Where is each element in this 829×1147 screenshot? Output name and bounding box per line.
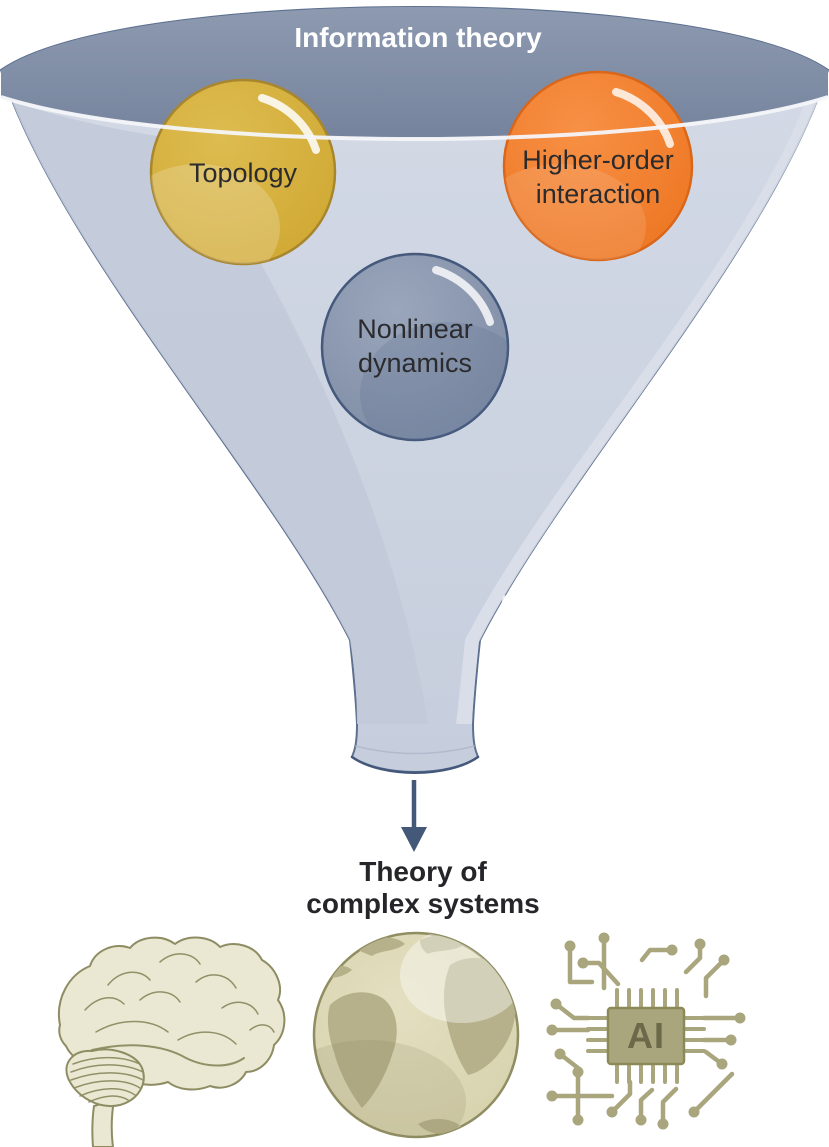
arrow-down-icon	[401, 780, 427, 852]
chip-body	[606, 1006, 686, 1066]
bubble-nonlinear-label-line1: Nonlinear	[357, 314, 473, 344]
bubble-topology: Topology	[149, 78, 337, 266]
bubble-higher-order-label-line2: interaction	[536, 179, 661, 209]
globe-continents	[318, 935, 516, 1134]
bubble-nonlinear: Nonlinear dynamics	[320, 252, 510, 442]
funnel-title: Information theory	[294, 22, 542, 53]
bubble-nonlinear-circle	[320, 252, 510, 442]
bubble-higher-order-circle	[502, 70, 694, 262]
funnel: Topology Higher-order interaction Nonlin…	[0, 6, 829, 774]
globe-icon	[312, 931, 520, 1139]
chip-circuit-dots	[546, 932, 746, 1130]
bubble-higher-order: Higher-order interaction	[502, 70, 694, 262]
bubble-topology-circle	[149, 78, 337, 266]
chip-circuit-traces	[549, 935, 743, 1127]
funnel-rim-highlight	[0, 95, 829, 141]
output-label-line1: Theory of	[359, 856, 487, 887]
funnel-wall-shadow	[1, 71, 428, 724]
brain-icon	[57, 936, 286, 1147]
bubble-topology-label: Topology	[189, 158, 298, 188]
chip-label: AI	[627, 1015, 665, 1056]
funnel-neck-shine	[483, 595, 508, 713]
bubble-higher-order-label-line1: Higher-order	[522, 145, 674, 175]
output-label-line2: complex systems	[306, 888, 539, 919]
bubble-higher-order-shine	[612, 88, 674, 148]
funnel-wall-edge-light	[456, 78, 826, 724]
output-label: Theory of complex systems	[306, 856, 539, 919]
bubble-nonlinear-label-line2: dynamics	[358, 348, 472, 378]
bubble-topology-shine	[258, 94, 320, 154]
chip-pins	[586, 988, 706, 1084]
ai-chip-icon: AI	[546, 932, 746, 1130]
brain-gyri-lines	[70, 953, 275, 1103]
funnel-spout-bottom-edge	[350, 755, 480, 774]
globe-shine	[400, 933, 518, 1023]
bubble-nonlinear-shine	[432, 266, 494, 326]
funnel-spout-crease	[354, 745, 476, 755]
